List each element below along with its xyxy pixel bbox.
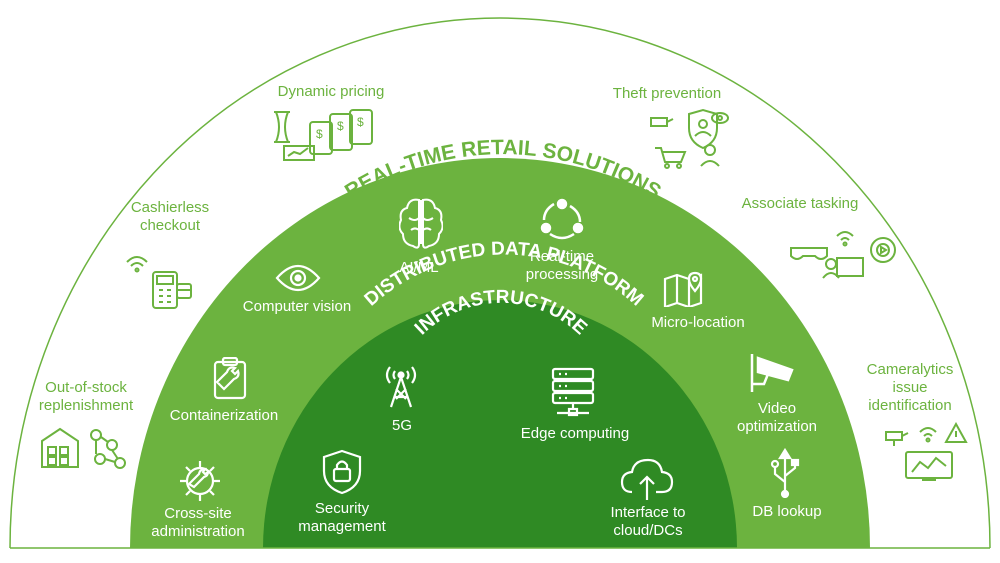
cycle-arrows-icon [540,198,584,240]
dynamic-pricing-icon: $ $ $ [274,109,373,161]
out-of-stock-icon [41,427,126,469]
cameralytics-icon [885,422,968,481]
computer-vision-label: Computer vision [242,298,352,315]
dynamic-pricing-label: Dynamic pricing [277,83,385,100]
inner-ring [263,300,737,548]
svg-text:$: $ [357,115,364,129]
outer-ring [9,17,991,549]
svg-text:$: $ [316,127,323,141]
eye-icon [275,264,321,292]
map-pin-icon [663,271,703,307]
security-camera-icon [750,354,794,392]
antenna-tower-icon [385,366,417,408]
theft-prevention-icon [650,108,729,169]
gear-wrench-icon [180,461,220,501]
containerization-label: Containerization [169,407,279,424]
brain-icon [399,198,443,249]
edge-computing-label: Edge computing [520,425,630,442]
usb-icon [770,448,800,498]
theft-prevention-label: Theft prevention [612,85,722,102]
5g-label: 5G [391,417,413,434]
server-stack-icon [551,367,595,417]
associate-tasking-label: Associate tasking [741,195,859,212]
db-lookup-label: DB lookup [752,503,822,520]
micro-location-label: Micro-location [651,314,745,331]
ai-ml-label: AI/ML [399,259,439,276]
shield-lock-icon [322,449,362,495]
cashierless-checkout-icon [126,256,192,309]
associate-tasking-icon [790,231,896,279]
clipboard-wrench-icon [213,357,247,400]
cloud-upload-icon [620,458,674,500]
svg-text:$: $ [337,119,344,133]
